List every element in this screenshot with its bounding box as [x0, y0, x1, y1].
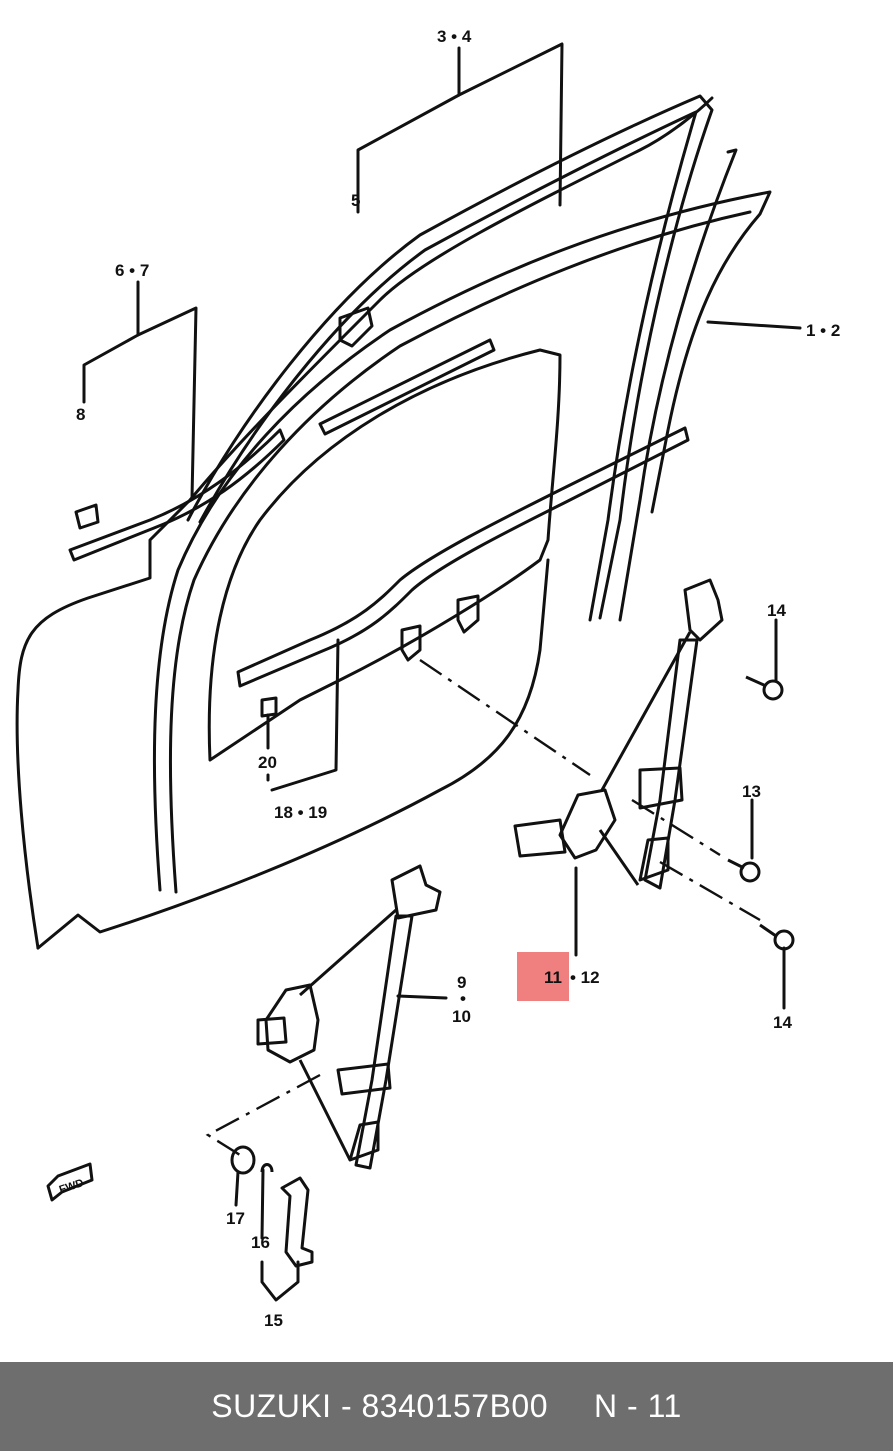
callout-13: 13: [742, 782, 761, 801]
regulator-upper: [513, 578, 724, 890]
fwd-arrow: [46, 1162, 94, 1202]
clip-20: [260, 696, 278, 718]
callout-12: • 12: [570, 968, 600, 987]
door-panel-outline: [15, 96, 714, 950]
footer-bar: SUZUKI - 8340157B00 N - 11: [0, 1362, 893, 1451]
callout-10: 10: [452, 1007, 471, 1026]
parts-diagram: 3 • 4 5 6 • 7 8 1 • 2 14 13 14 20 18 • 1…: [15, 27, 840, 1330]
callout-5: 5: [351, 191, 360, 210]
bracket-a: [400, 624, 422, 662]
washer-17: [230, 1145, 256, 1175]
fwd-label: FWD: [58, 1177, 86, 1196]
callout-14-top: 14: [767, 601, 786, 620]
snap-ring-16: [260, 1163, 274, 1173]
callout-9-dot: •: [460, 989, 466, 1008]
callout-6-7: 6 • 7: [115, 261, 149, 280]
callout-18-19: 18 • 19: [274, 803, 327, 822]
callout-16: 16: [251, 1233, 270, 1252]
callout-14-bottom: 14: [773, 1013, 792, 1032]
regulator-lower: [256, 864, 442, 1170]
window-handle: [280, 1176, 314, 1268]
run-channel: [152, 190, 772, 892]
bracket-b: [456, 594, 480, 634]
door-sash-outer: [186, 94, 714, 620]
callout-20: 20: [258, 753, 277, 772]
clip-5: [338, 306, 374, 348]
part-number-text: SUZUKI - 8340157B00: [211, 1388, 549, 1424]
callout-17: 17: [226, 1209, 245, 1228]
callout-8: 8: [76, 405, 85, 424]
highlight-marker: [517, 952, 569, 1001]
door-glass: [207, 348, 562, 762]
callout-9: 9: [457, 973, 466, 992]
page-ref-text: N - 11: [594, 1388, 682, 1424]
clip-8: [74, 503, 100, 530]
callout-1-2: 1 • 2: [806, 321, 840, 340]
belt-moulding: [236, 426, 690, 688]
callout-3-4: 3 • 4: [437, 27, 472, 46]
callout-15: 15: [264, 1311, 283, 1330]
